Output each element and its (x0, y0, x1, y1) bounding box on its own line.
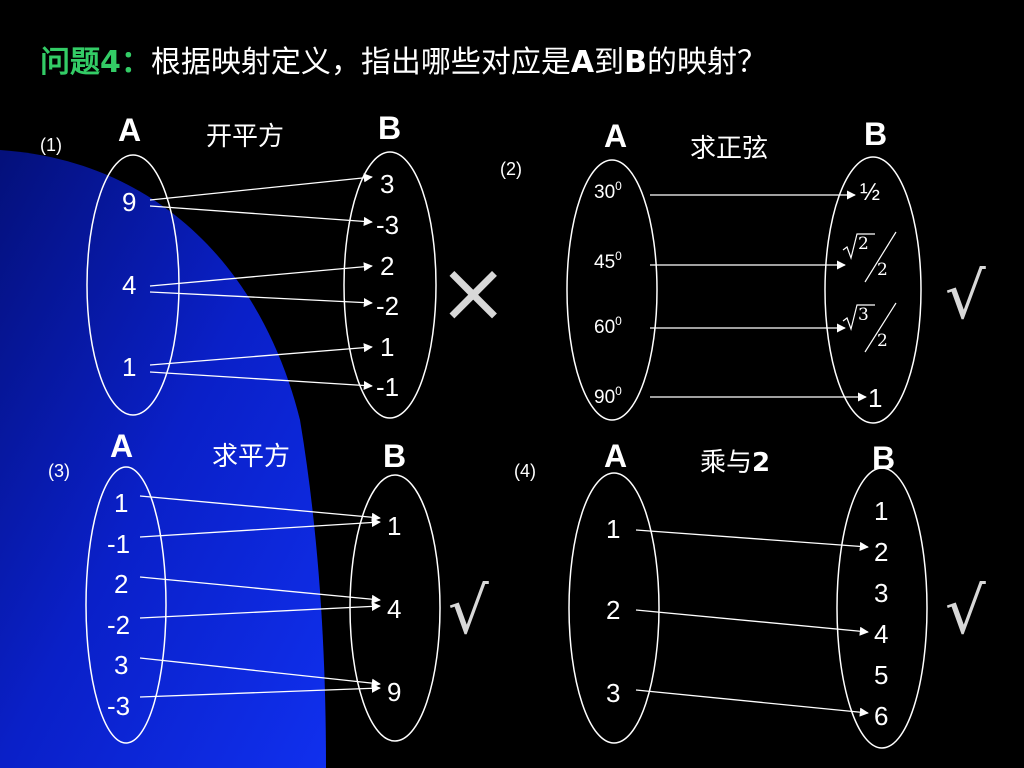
set-b-element: -3 (376, 210, 400, 240)
panel-4-set-a-oval (568, 472, 660, 744)
panel-1-set-b-oval (343, 151, 437, 419)
arrow-p1-1-to-neg1 (149, 371, 373, 391)
arrow-p3-3-to-9 (139, 657, 381, 688)
panel-1-set-a-oval (86, 154, 180, 416)
panel-index: (4) (514, 461, 536, 481)
radical-denominator: 2 (877, 331, 888, 351)
set-a-element: 4 (122, 270, 137, 300)
set-a-element: 900 (594, 384, 622, 408)
arrow-p1-9-to-neg3 (149, 205, 373, 226)
set-b-element: 6 (874, 701, 889, 731)
set-a-label: A (110, 428, 134, 464)
set-a-element: 2 (606, 595, 621, 625)
arrow-p1-4-to-neg2 (149, 291, 373, 308)
question-number: 问题4： (40, 45, 151, 80)
title-to: 到 (594, 45, 625, 80)
arrow-p3-neg3-to-9 (139, 683, 381, 698)
set-b-element: 4 (874, 619, 889, 649)
arrow-p1-1-to-1 (149, 343, 373, 366)
arrow-p3-neg2-to-4 (139, 601, 381, 619)
title-text-after: 的映射？ (646, 45, 767, 80)
set-a-element: 1 (122, 352, 137, 382)
arrow-p4-3-to-6 (635, 689, 869, 717)
rule-label: 开平方 (206, 122, 285, 152)
panel-4-set-b-oval (836, 467, 928, 749)
set-b-element: 1 (868, 383, 883, 413)
check-icon: √ (945, 575, 986, 649)
set-b-element: ½ (860, 179, 881, 206)
set-b-element: -2 (376, 291, 400, 321)
set-b-label: B (378, 110, 402, 146)
set-b-element: 4 (387, 594, 402, 624)
radical-sqrt2-slash (864, 231, 897, 283)
set-b-element: 3 (380, 169, 395, 199)
set-a-element: -1 (107, 529, 131, 559)
check-icon: √ (448, 575, 489, 649)
rule-label: 乘与2 (700, 448, 771, 478)
set-a-element: 3 (606, 678, 621, 708)
radical-sqrt2-sign (842, 233, 875, 261)
set-b-element: 3 (874, 578, 889, 608)
panel-2-set-b-oval (824, 156, 922, 424)
blue-quarter-shape (0, 150, 326, 768)
set-b-element: -1 (376, 372, 400, 402)
set-b-element: 2 (380, 251, 395, 281)
set-a-element: 9 (122, 187, 137, 217)
panel-index: (3) (48, 461, 70, 481)
panel-2-set-a-oval (566, 159, 658, 421)
rule-label: 求平方 (212, 442, 291, 472)
set-a-element: -3 (107, 691, 131, 721)
set-b-element: 1 (387, 511, 402, 541)
page-title: 问题4：根据映射定义，指出哪些对应是A到B的映射？ (40, 48, 767, 78)
set-a-element: 1 (114, 488, 129, 518)
radical-sqrt3-sign (842, 304, 875, 332)
set-b-element: 1 (874, 496, 889, 526)
radical-number: 2 (858, 234, 869, 254)
set-a-label: A (604, 118, 628, 154)
set-b-label: B (864, 116, 888, 152)
set-a-label: A (604, 438, 628, 474)
set-b-element: 1 (380, 332, 395, 362)
set-a-element: 2 (114, 569, 129, 599)
arrows (139, 173, 869, 717)
panel-index: (2) (500, 159, 522, 179)
rule-label: 求正弦 (690, 134, 769, 164)
radicals (842, 231, 897, 353)
arrow-p4-2-to-4 (635, 609, 869, 636)
title-text-before: 根据映射定义，指出哪些对应是 (150, 45, 571, 80)
panel-3-set-a-oval (85, 466, 167, 744)
arrow-p3-neg1-to-1 (139, 517, 381, 538)
set-b-element: 9 (387, 677, 402, 707)
cross-icon: × (438, 243, 509, 341)
radical-number: 3 (858, 305, 869, 325)
check-icon: √ (945, 260, 986, 334)
arrow-p3-2-to-4 (139, 576, 381, 604)
panel-index: (1) (40, 135, 62, 155)
set-b-label: B (383, 438, 407, 474)
radical-denominator: 2 (877, 260, 888, 280)
arrow-p4-1-to-2 (635, 529, 869, 551)
set-a-label: A (118, 112, 142, 148)
set-b-label: B (872, 440, 896, 476)
radical-sqrt3-slash (864, 302, 897, 353)
set-a-element: 300 (594, 179, 622, 203)
title-set-a: A (570, 45, 595, 80)
set-a-element: 1 (606, 514, 621, 544)
set-a-element: 600 (594, 314, 622, 338)
arrow-p1-4-to-2 (149, 262, 373, 287)
set-a-element: -2 (107, 610, 131, 640)
set-b-element: 2 (874, 537, 889, 567)
set-a-element: 3 (114, 650, 129, 680)
arrow-p1-9-to-3 (149, 173, 373, 201)
set-a-element: 450 (594, 249, 622, 273)
arrow-p3-1-to-1 (139, 495, 381, 522)
set-b-element: 5 (874, 660, 889, 690)
title-set-b: B (624, 45, 647, 80)
